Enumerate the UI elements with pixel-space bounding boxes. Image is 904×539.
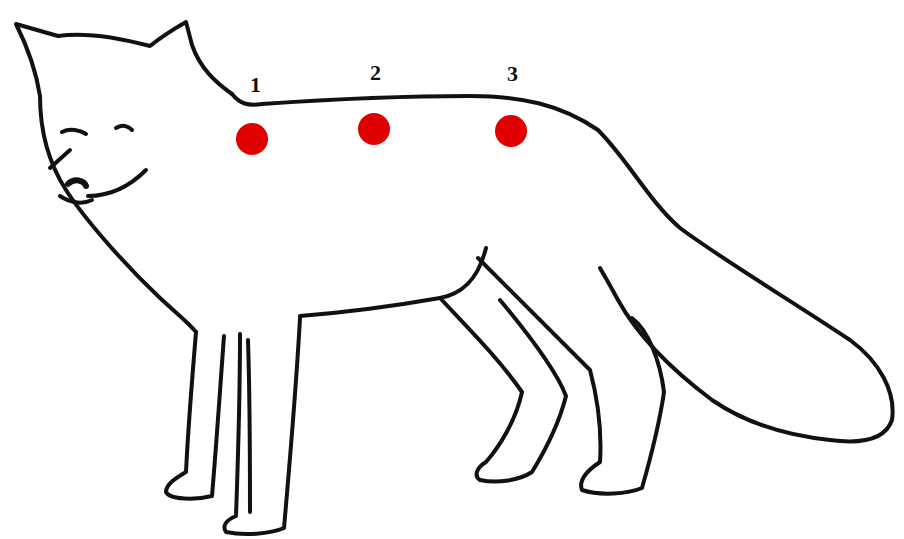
callout-number: 1	[250, 74, 261, 96]
marker-dot	[236, 123, 268, 155]
marker-dot	[358, 113, 390, 145]
callout-number: 3	[507, 63, 518, 85]
callout-number: 2	[370, 62, 381, 84]
marker-dot	[495, 115, 527, 147]
